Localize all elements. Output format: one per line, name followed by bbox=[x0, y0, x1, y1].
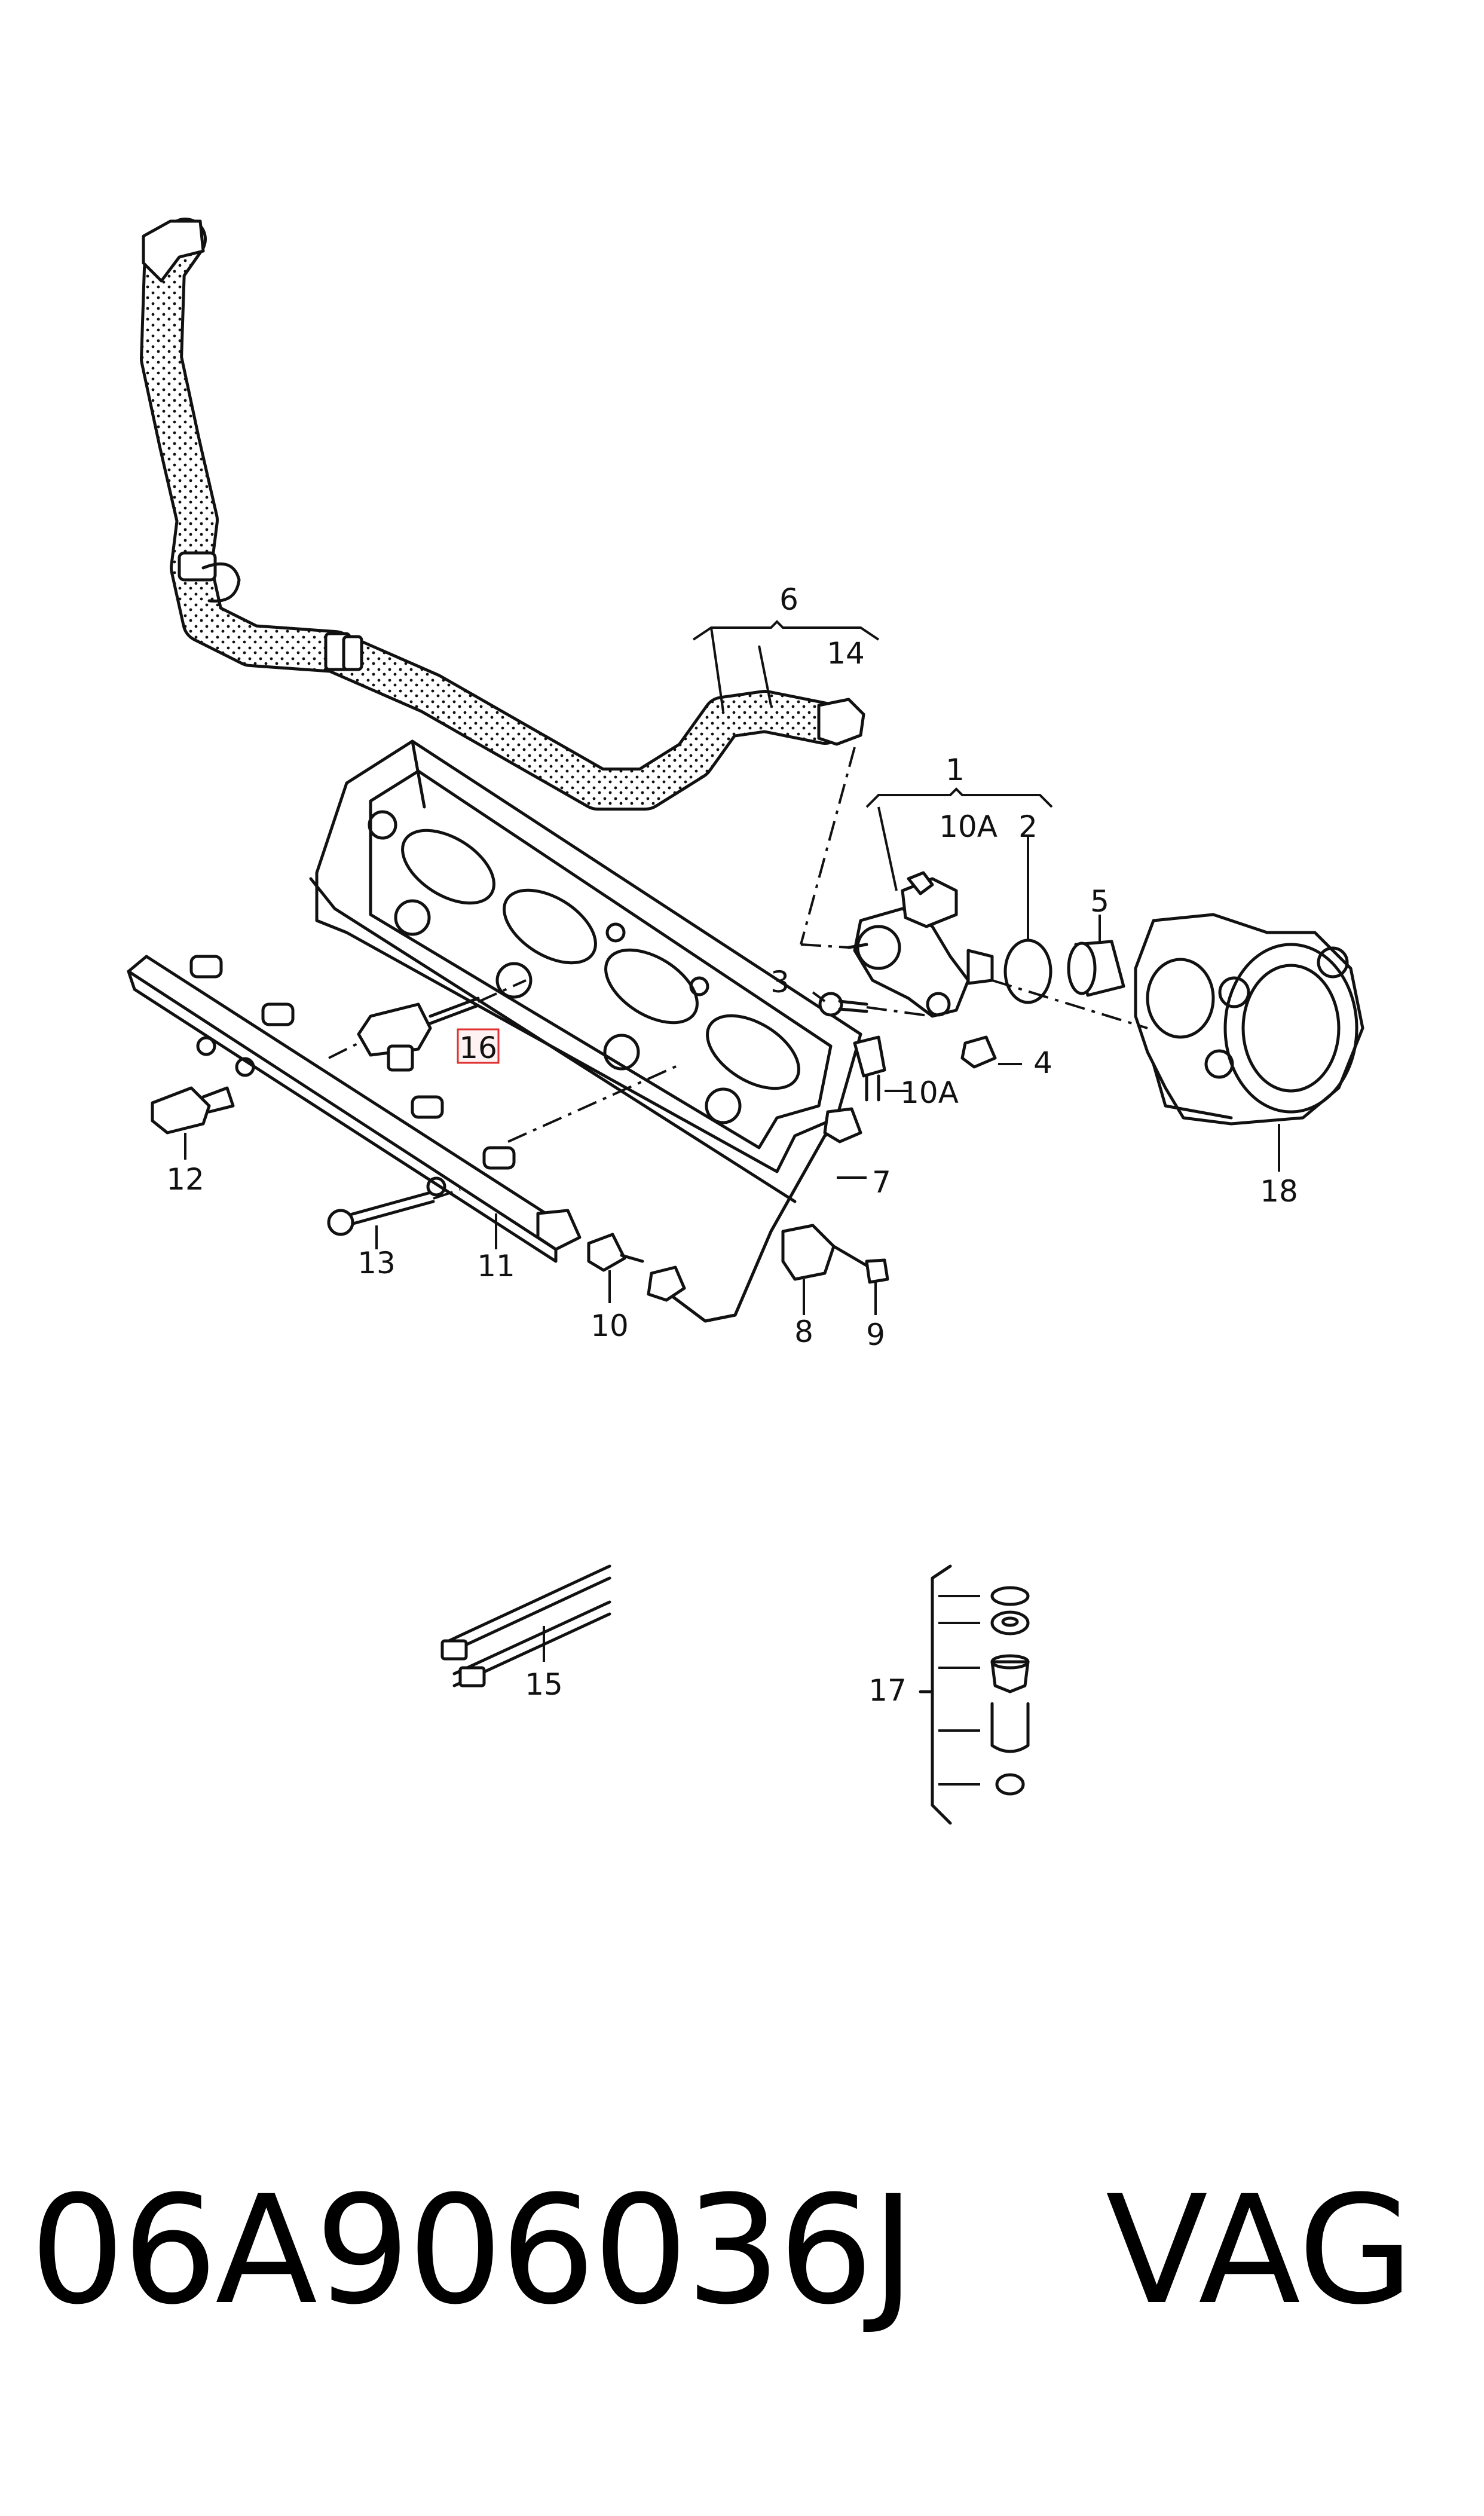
callout-16-highlight bbox=[457, 1028, 500, 1064]
roller-tappet bbox=[1067, 915, 1125, 997]
repair-kit bbox=[919, 1564, 1030, 1825]
fuel-rail bbox=[127, 955, 582, 1263]
callout-15: 15 bbox=[525, 1667, 563, 1702]
bolt-3 bbox=[818, 992, 933, 1017]
callout-18: 18 bbox=[1260, 1174, 1298, 1209]
leader-lines bbox=[184, 620, 1053, 1249]
bolt-4 bbox=[960, 1035, 1022, 1069]
callout-1: 1 bbox=[946, 753, 965, 787]
cable-tie-set bbox=[440, 1564, 611, 1687]
callout-9: 9 bbox=[866, 1317, 885, 1352]
o-ring bbox=[1003, 938, 1052, 1004]
callout-11: 11 bbox=[477, 1249, 515, 1283]
union-fitting-10 bbox=[587, 1233, 644, 1303]
callout-10a-mid: 10A bbox=[900, 1075, 959, 1110]
callout-4: 4 bbox=[1033, 1045, 1052, 1080]
guide-hose-pump bbox=[800, 747, 856, 945]
bolt-9 bbox=[832, 1245, 889, 1315]
pressure-line bbox=[647, 1107, 862, 1323]
callout-13: 13 bbox=[357, 1246, 396, 1280]
brand-name: VAG bbox=[1106, 2163, 1414, 2337]
callout-3: 3 bbox=[770, 965, 790, 999]
vacuum-hose bbox=[140, 218, 865, 811]
bracket-8 bbox=[781, 1224, 836, 1315]
guide-pump-port bbox=[800, 943, 849, 949]
part-number: 06A906036J bbox=[30, 2163, 915, 2337]
callout-10: 10 bbox=[590, 1309, 629, 1343]
callout-6: 6 bbox=[779, 582, 798, 617]
callout-2: 2 bbox=[1018, 809, 1038, 844]
callout-10a-top: 10A bbox=[939, 809, 998, 844]
callout-labels: 1 2 3 4 5 6 7 8 9 10 10A 10A 11 12 13 14… bbox=[166, 582, 1298, 1708]
injector bbox=[328, 979, 527, 1072]
callout-5: 5 bbox=[1090, 884, 1109, 919]
union-fitting-10a bbox=[853, 1035, 908, 1102]
high-pressure-pump bbox=[847, 871, 994, 1018]
callout-8: 8 bbox=[794, 1314, 813, 1349]
bolt-13 bbox=[327, 1188, 461, 1236]
callout-16: 16 bbox=[459, 1031, 497, 1065]
intake-manifold-gasket bbox=[309, 739, 862, 1203]
vacuum-pump bbox=[992, 913, 1364, 1172]
callout-7: 7 bbox=[872, 1165, 891, 1200]
callout-14: 14 bbox=[827, 636, 865, 671]
callout-12: 12 bbox=[166, 1162, 204, 1197]
callout-17: 17 bbox=[868, 1673, 907, 1708]
pressure-sender bbox=[151, 1086, 235, 1135]
guide-rail-manifold bbox=[507, 1063, 682, 1143]
